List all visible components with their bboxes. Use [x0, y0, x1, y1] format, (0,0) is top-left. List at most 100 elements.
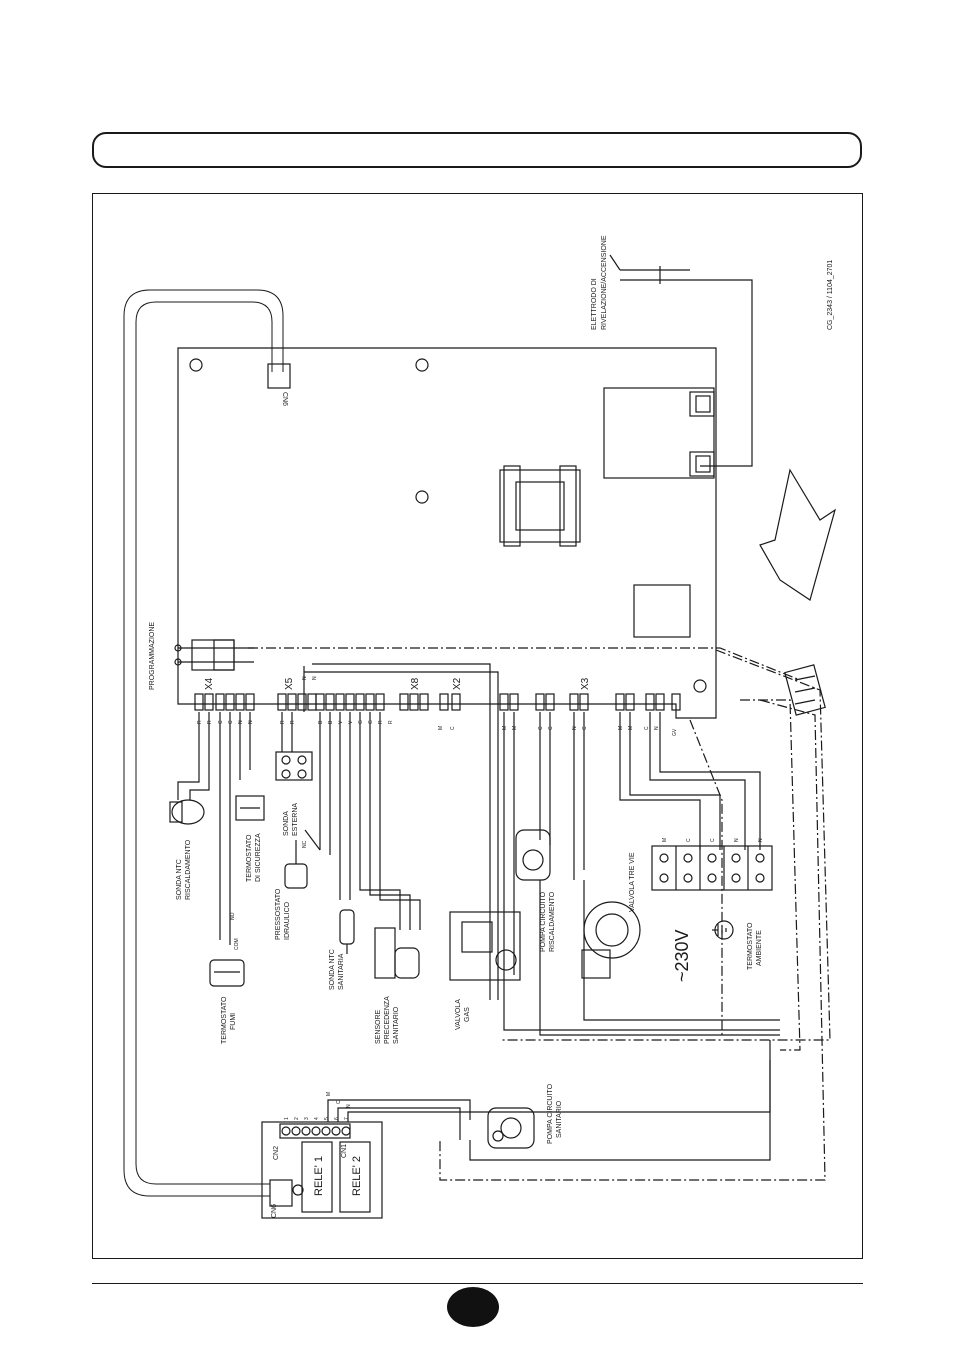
- mounting-hole: [693, 679, 707, 693]
- sensore-label: SANITARIO: [393, 1006, 400, 1044]
- pin-letter: N: [248, 720, 254, 724]
- wire: [337, 1107, 461, 1140]
- pin-header-x5: [277, 693, 317, 711]
- pin-letters-x5: R R N N: [280, 676, 318, 724]
- cn2-label: CN2: [273, 1146, 280, 1160]
- pin-letter: C: [686, 838, 692, 842]
- earth-terminal: [784, 664, 826, 716]
- pin-letter: C: [644, 726, 650, 730]
- x4-label: X4: [204, 677, 215, 690]
- mounting-bracket: [759, 468, 837, 601]
- pin-header-x8: [399, 693, 429, 711]
- pin-letter: C: [450, 726, 456, 730]
- pin-letter: B: [328, 720, 334, 724]
- x2-label: X2: [452, 677, 463, 690]
- pin-letter: M: [628, 726, 634, 730]
- pin-letter: N: [302, 676, 308, 680]
- pin-letter: N: [734, 838, 740, 842]
- pin-letter: R: [290, 720, 296, 724]
- earth-lines: [248, 647, 831, 1181]
- pin-letter: 7: [344, 1117, 350, 1120]
- pin-letter: B: [318, 720, 324, 724]
- pin-letter: N: [312, 676, 318, 680]
- wire: [690, 279, 753, 467]
- relay-board: [261, 1121, 383, 1219]
- pompa-risc-label: POMPA CIRCUITO: [540, 891, 547, 952]
- heating-ntc-sensor: [169, 799, 205, 825]
- mounting-hole: [189, 358, 203, 372]
- pin-letter: R: [388, 720, 394, 724]
- valvola-tre-vie-label: VALVOLA TRE VIE: [629, 852, 636, 912]
- pcb-board: [177, 347, 717, 719]
- pin-letter: M: [618, 726, 624, 730]
- pressure-switch: [284, 829, 321, 889]
- transformer: [499, 465, 581, 547]
- earth-symbol-icon: [712, 920, 734, 940]
- wire: [379, 712, 421, 930]
- voltage-label: ~230V: [672, 929, 692, 982]
- pin-letters-san: B B V V G G R R: [318, 720, 394, 724]
- pin-letter: M: [662, 838, 668, 842]
- pin-letter: R: [207, 720, 213, 724]
- dhw-pump: [487, 1107, 535, 1149]
- pin-letter: G: [358, 720, 364, 724]
- pin-letter: M: [326, 1092, 332, 1096]
- elettrodo-label-1: ELETTRODO DI: [591, 278, 598, 330]
- dhw-priority-sensor: [374, 927, 420, 979]
- valvola-gas-label: GAS: [464, 1007, 471, 1022]
- pin-letter: C: [228, 720, 234, 724]
- title-bar: [92, 132, 862, 168]
- terminal-block: [651, 845, 773, 891]
- page-number-badge: [447, 1287, 499, 1327]
- sonda-ntc-san-label: SANITARIA: [338, 953, 345, 990]
- pompa-san-label: SANITARIO: [556, 1100, 563, 1138]
- termostato-amb-label: AMBIENTE: [756, 930, 763, 966]
- pin-letter: N: [654, 726, 660, 730]
- external-sensor: [275, 751, 313, 781]
- cn1-label: CN1: [341, 1144, 348, 1158]
- termostato-fumi-label: FUMI: [230, 1013, 237, 1030]
- pin-letter: N: [238, 720, 244, 724]
- elettrodo-label-2: RIVELAZIONE/ACCENSIONE: [601, 235, 608, 330]
- termostato-amb-label: TERMOSTATO: [747, 922, 754, 970]
- diagram-frame: [92, 193, 863, 1259]
- sonda-esterna-label: SONDA: [283, 811, 290, 836]
- pin-letter: C: [548, 726, 554, 730]
- wire: [369, 712, 411, 930]
- ignition-module: [603, 387, 715, 479]
- x3-label: X3: [580, 677, 591, 690]
- sonda-ntc-risc-label: RISCALDAMENTO: [185, 839, 192, 900]
- pin-letter: R: [378, 720, 384, 724]
- programming-connector: [174, 639, 254, 671]
- cn6-bottom-label: CN6: [271, 1204, 278, 1218]
- termostato-fumi-label: TERMOSTATO: [221, 996, 228, 1044]
- pin-letters-x3: M M C C N C M M C N GV: [502, 726, 678, 736]
- pin-letter: 3: [304, 1117, 310, 1120]
- pin-header-x2: [439, 693, 461, 711]
- rele1-label: RELE' 1: [313, 1156, 325, 1196]
- pin-letter: 6: [334, 1117, 340, 1120]
- x5-label: X5: [284, 677, 295, 690]
- dhw-ntc-sensor: [339, 909, 355, 954]
- termostato-sic-label: TERMOSTATO: [246, 834, 253, 882]
- gas-valve: [449, 911, 521, 981]
- pin-letter: C: [336, 1100, 342, 1104]
- sensore-label: SENSORE: [375, 1009, 382, 1044]
- three-way-valve: [581, 901, 641, 979]
- pin-letter: GV: [672, 728, 678, 736]
- termostato-sic-label: DI SICUREZZA: [255, 833, 262, 882]
- no-label: NO: [230, 912, 236, 920]
- programmazione-label: PROGRAMMAZIONE: [149, 622, 156, 690]
- pressostato-label: IDRAULICO: [284, 901, 291, 940]
- pin-letter: 1: [284, 1117, 290, 1120]
- pin-letters-terminal-block: M C C N N: [662, 838, 764, 842]
- sonda-esterna-label: ESTERNA: [292, 803, 299, 836]
- sonda-ntc-risc-label: SONDA NTC: [176, 859, 183, 900]
- pin-letter: 5: [324, 1117, 330, 1120]
- pin-letter: 4: [314, 1117, 320, 1120]
- wire: [304, 671, 499, 1000]
- cn6-top-label: CN6: [281, 392, 288, 406]
- footer-rule: [92, 1283, 863, 1284]
- rele2-label: RELE' 2: [351, 1156, 363, 1196]
- pin-letter: 2: [294, 1117, 300, 1120]
